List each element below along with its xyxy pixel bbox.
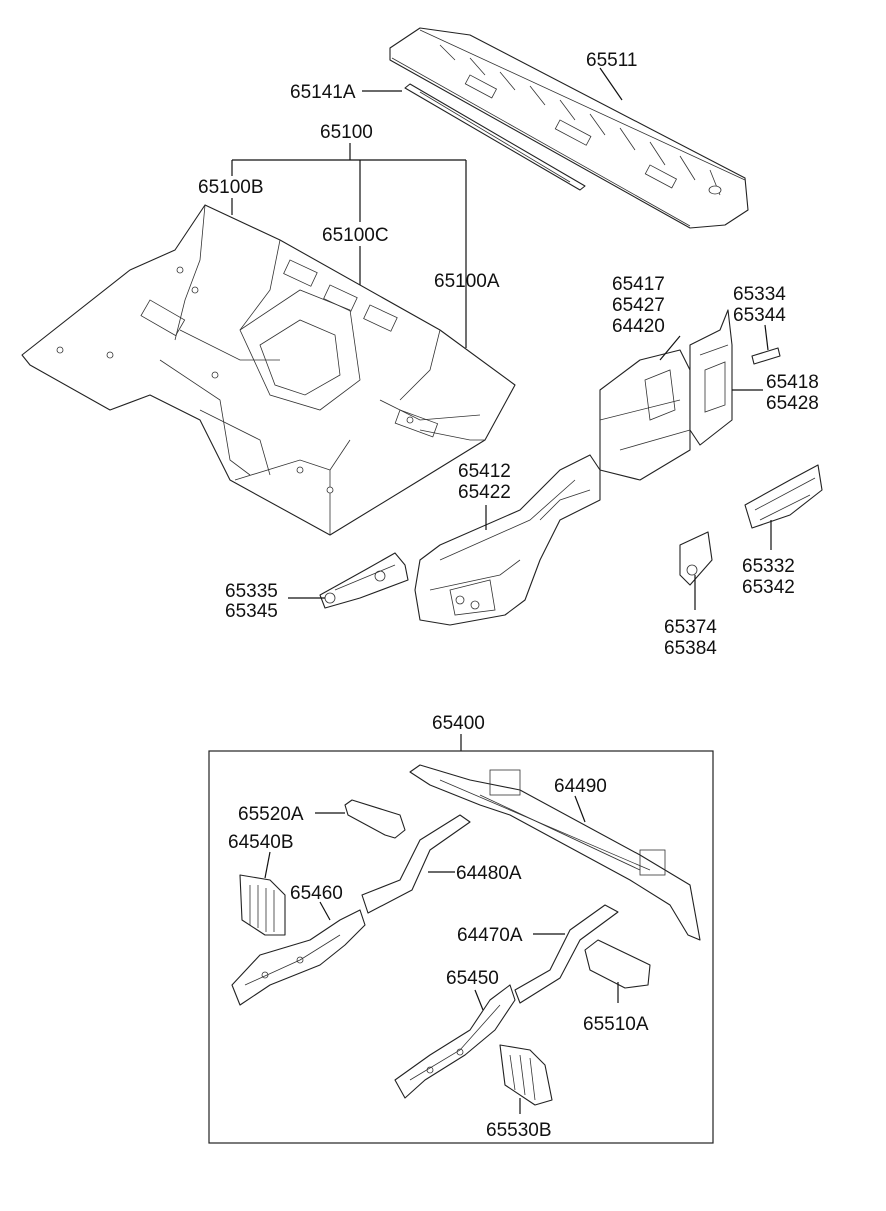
label-65332: 65332 bbox=[742, 556, 795, 577]
leader-65450 bbox=[474, 989, 484, 1011]
leader-65511 bbox=[599, 67, 623, 101]
label-65460: 65460 bbox=[290, 883, 343, 904]
label-65422: 65422 bbox=[458, 482, 511, 503]
label-64480A: 64480A bbox=[456, 863, 522, 884]
label-65141A: 65141A bbox=[290, 82, 356, 103]
label-65374: 65374 bbox=[664, 617, 717, 638]
part-65520A-bracket[interactable] bbox=[344, 799, 406, 839]
label-65100: 65100 bbox=[320, 122, 373, 143]
leader-65334 bbox=[764, 324, 769, 351]
label-65510A: 65510A bbox=[583, 1014, 649, 1035]
part-65511-rear-floor-panel[interactable] bbox=[389, 27, 749, 229]
part-65335-bracket[interactable] bbox=[319, 552, 409, 609]
part-65100-floor-assembly[interactable] bbox=[21, 204, 516, 536]
assembly-65400-frame bbox=[208, 750, 714, 1144]
label-65417: 65417 bbox=[612, 274, 665, 295]
part-65334-small-bracket[interactable] bbox=[751, 347, 781, 365]
label-65520A: 65520A bbox=[238, 804, 304, 825]
label-65100C: 65100C bbox=[322, 225, 389, 246]
part-65418-rear-panel[interactable] bbox=[689, 309, 733, 446]
part-64490-cross-member[interactable] bbox=[409, 764, 701, 941]
part-65530B-plate[interactable] bbox=[499, 1044, 553, 1106]
label-65334: 65334 bbox=[733, 284, 786, 305]
label-65428: 65428 bbox=[766, 393, 819, 414]
label-65345: 65345 bbox=[225, 601, 278, 622]
label-65511: 65511 bbox=[586, 50, 637, 71]
part-65332-bracket[interactable] bbox=[744, 464, 823, 529]
label-65427: 65427 bbox=[612, 295, 665, 316]
leader-64540B bbox=[264, 851, 271, 879]
leader-65460 bbox=[319, 901, 331, 921]
part-65450-side-rail[interactable] bbox=[394, 984, 516, 1099]
label-64540B: 64540B bbox=[228, 832, 294, 853]
label-64420: 64420 bbox=[612, 316, 665, 337]
part-64470A-rail[interactable] bbox=[514, 904, 619, 1004]
label-65450: 65450 bbox=[446, 968, 499, 989]
part-64480A-rail[interactable] bbox=[361, 814, 471, 914]
leader-64490 bbox=[574, 795, 586, 823]
label-65530B: 65530B bbox=[486, 1120, 552, 1141]
label-65100A: 65100A bbox=[434, 271, 500, 292]
label-65100B: 65100B bbox=[198, 177, 264, 198]
label-64470A: 64470A bbox=[457, 925, 523, 946]
label-65342: 65342 bbox=[742, 577, 795, 598]
part-65460-side-rail[interactable] bbox=[231, 909, 366, 1006]
part-65510A-bracket[interactable] bbox=[584, 939, 651, 989]
label-65344: 65344 bbox=[733, 305, 786, 326]
label-65335: 65335 bbox=[225, 581, 278, 602]
part-65141A-reinforcement[interactable] bbox=[404, 83, 586, 191]
label-64490: 64490 bbox=[554, 776, 607, 797]
part-65374-plate[interactable] bbox=[679, 531, 713, 586]
label-65384: 65384 bbox=[664, 638, 717, 659]
label-65412: 65412 bbox=[458, 461, 511, 482]
label-65400: 65400 bbox=[432, 713, 485, 734]
part-65412-side-member[interactable] bbox=[414, 454, 601, 626]
label-65418: 65418 bbox=[766, 372, 819, 393]
part-64540B-plate[interactable] bbox=[239, 874, 286, 936]
part-65417-wheelhouse[interactable] bbox=[599, 349, 691, 481]
leader-65417 bbox=[659, 335, 681, 361]
leader-65100-bracket bbox=[231, 143, 467, 348]
